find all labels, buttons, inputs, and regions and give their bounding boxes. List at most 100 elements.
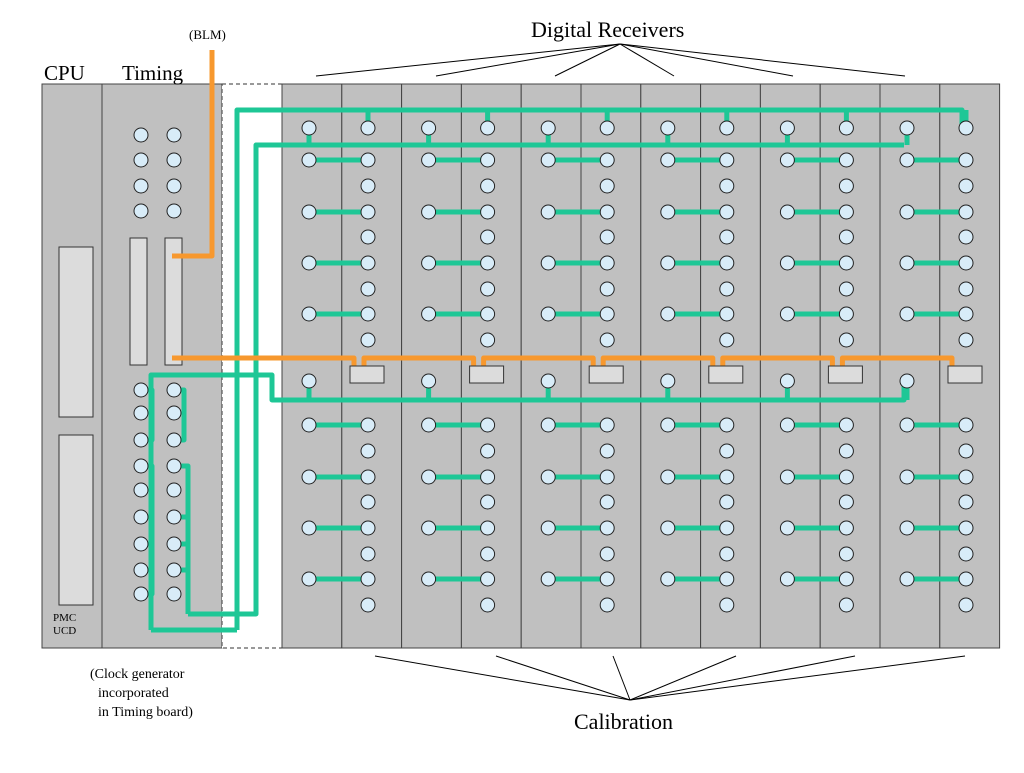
- connector: [958, 306, 974, 322]
- receiver-slot: [588, 365, 624, 384]
- connector: [958, 120, 974, 136]
- connector: [838, 120, 854, 136]
- connector: [480, 443, 496, 459]
- connector: [599, 178, 615, 194]
- connector: [480, 546, 496, 562]
- connector: [599, 152, 615, 168]
- connector: [838, 306, 854, 322]
- connector: [838, 520, 854, 536]
- connector: [540, 469, 556, 485]
- connector: [838, 597, 854, 613]
- leader-line: [435, 43, 621, 77]
- connector: [779, 306, 795, 322]
- connector: [779, 204, 795, 220]
- connector: [958, 520, 974, 536]
- connector: [301, 306, 317, 322]
- connector: [599, 469, 615, 485]
- connector: [166, 509, 182, 525]
- connector: [838, 494, 854, 510]
- connector: [480, 520, 496, 536]
- connector: [660, 520, 676, 536]
- connector: [958, 229, 974, 245]
- connector: [838, 571, 854, 587]
- connector: [421, 120, 437, 136]
- receiver-board: [401, 83, 462, 649]
- connector: [599, 597, 615, 613]
- leader-line: [619, 43, 906, 77]
- connector: [899, 152, 915, 168]
- connector: [421, 204, 437, 220]
- connector: [719, 204, 735, 220]
- green-bus-second: [188, 142, 904, 617]
- leader-line: [315, 43, 621, 77]
- connector: [599, 417, 615, 433]
- connector: [301, 571, 317, 587]
- connector: [166, 482, 182, 498]
- receiver-slot: [349, 365, 385, 384]
- connector: [958, 571, 974, 587]
- connector: [779, 571, 795, 587]
- connector: [899, 571, 915, 587]
- connector: [660, 204, 676, 220]
- clock-generator-note: (Clock generator incorporated in Timing …: [90, 665, 193, 722]
- connector: [133, 482, 149, 498]
- connector: [958, 597, 974, 613]
- connector: [838, 204, 854, 220]
- connector: [480, 332, 496, 348]
- receiver-slot: [947, 365, 983, 384]
- pmc-ucd-label: PMC UCD: [53, 612, 76, 638]
- blm-label: (BLM): [189, 27, 226, 42]
- connector: [599, 494, 615, 510]
- connector: [719, 494, 735, 510]
- connector: [838, 229, 854, 245]
- note-line-1: (Clock generator: [90, 667, 185, 682]
- connector: [958, 469, 974, 485]
- timing-slot-1: [129, 237, 148, 366]
- connector: [301, 373, 317, 389]
- connector: [838, 152, 854, 168]
- connector: [779, 520, 795, 536]
- connector: [133, 152, 149, 168]
- connector: [360, 332, 376, 348]
- connector: [360, 152, 376, 168]
- connector: [540, 204, 556, 220]
- connector: [421, 571, 437, 587]
- connector: [360, 306, 376, 322]
- connector: [838, 469, 854, 485]
- connector: [540, 255, 556, 271]
- connector: [838, 546, 854, 562]
- connector: [779, 120, 795, 136]
- connector: [719, 178, 735, 194]
- connector: [133, 203, 149, 219]
- connector: [660, 255, 676, 271]
- connector: [133, 458, 149, 474]
- connector: [719, 229, 735, 245]
- connector: [480, 469, 496, 485]
- connector: [360, 520, 376, 536]
- connector: [133, 432, 149, 448]
- connector: [480, 281, 496, 297]
- connector: [599, 204, 615, 220]
- connector: [480, 255, 496, 271]
- connector: [958, 417, 974, 433]
- connector: [599, 571, 615, 587]
- connector: [421, 469, 437, 485]
- connector: [133, 536, 149, 552]
- connector: [133, 509, 149, 525]
- connector: [133, 562, 149, 578]
- leader-line: [554, 43, 621, 77]
- empty-slot: [221, 83, 283, 649]
- connector: [360, 443, 376, 459]
- connector: [899, 255, 915, 271]
- connector: [599, 120, 615, 136]
- connector: [779, 152, 795, 168]
- connector: [719, 571, 735, 587]
- connector: [838, 417, 854, 433]
- connector: [719, 281, 735, 297]
- connector: [899, 120, 915, 136]
- connector: [421, 255, 437, 271]
- leader-line: [619, 43, 794, 77]
- connector: [301, 520, 317, 536]
- connector: [719, 417, 735, 433]
